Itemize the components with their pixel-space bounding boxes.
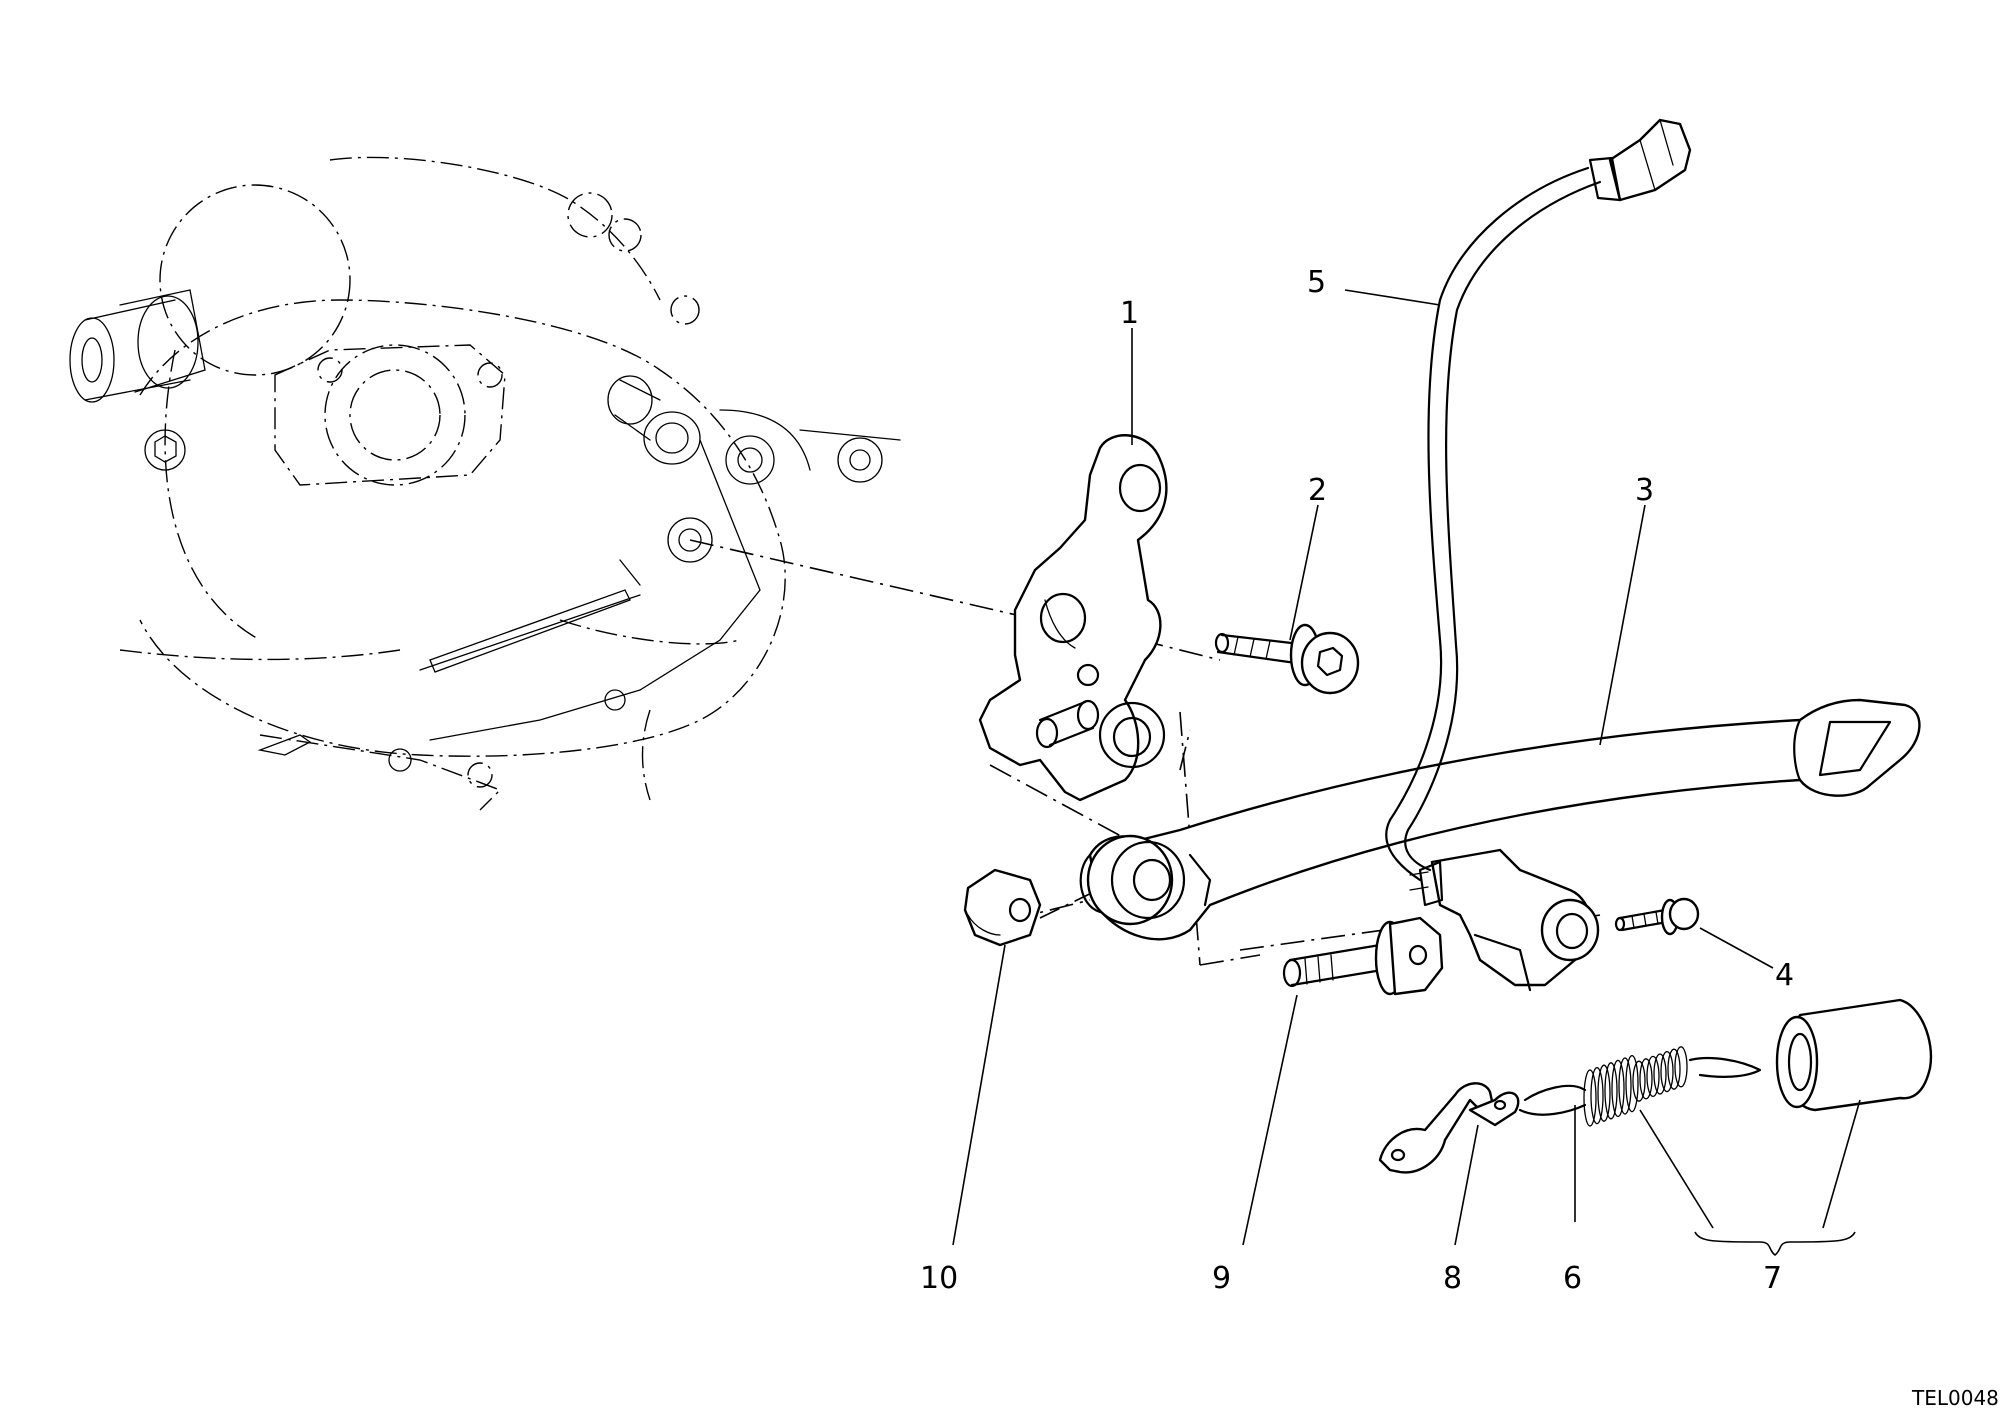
sleeve-part <box>1775 998 1933 1112</box>
screw-part-4 <box>1614 897 1700 936</box>
spring-coil <box>1660 1050 1674 1093</box>
callout-9: 9 <box>1212 1261 1231 1296</box>
callout-labels: 1 2 3 4 5 6 7 8 9 10 TEL00481 <box>920 265 2000 1410</box>
bolt-part-2 <box>1214 623 1360 695</box>
pivot-bolt-part-9 <box>1282 916 1444 996</box>
callout-10: 10 <box>920 1261 958 1296</box>
stand-bracket-part <box>978 434 1168 802</box>
engine-details <box>69 289 901 772</box>
callout-8: 8 <box>1443 1261 1462 1296</box>
spring-bracket-part-8 <box>1378 1082 1520 1174</box>
spring-part-6 <box>1518 1046 1762 1127</box>
spring-coil <box>1639 1058 1653 1100</box>
spring-coil <box>1583 1069 1597 1127</box>
callout-5: 5 <box>1307 265 1326 300</box>
spring-coil <box>1632 1060 1646 1102</box>
nut-part-10 <box>963 868 1042 947</box>
stand-switch-unit <box>1409 848 1600 992</box>
spring-coil <box>1674 1046 1688 1088</box>
callout-6: 6 <box>1563 1261 1582 1296</box>
spring-coil <box>1604 1062 1618 1120</box>
leader-lines <box>952 289 1861 1256</box>
side-stand-leg-part <box>1079 698 1921 941</box>
callout-3: 3 <box>1635 473 1654 508</box>
spring-coil <box>1653 1053 1667 1095</box>
spring-coil <box>1597 1064 1611 1122</box>
spring-coil <box>1611 1059 1625 1118</box>
document-reference-code: TEL00481 <box>1911 1386 2000 1410</box>
callout-1: 1 <box>1120 296 1139 331</box>
spring-coil <box>1625 1054 1639 1113</box>
callout-7: 7 <box>1763 1261 1782 1296</box>
spring-coil <box>1646 1055 1660 1098</box>
spring-coil <box>1590 1066 1604 1125</box>
callout-2: 2 <box>1308 473 1327 508</box>
engine-crankcase-outline <box>119 156 786 811</box>
switch-wiring-part <box>1385 118 1692 882</box>
callout-4: 4 <box>1775 958 1794 993</box>
spring-coil <box>1618 1057 1632 1115</box>
spring-coil <box>1667 1048 1681 1090</box>
